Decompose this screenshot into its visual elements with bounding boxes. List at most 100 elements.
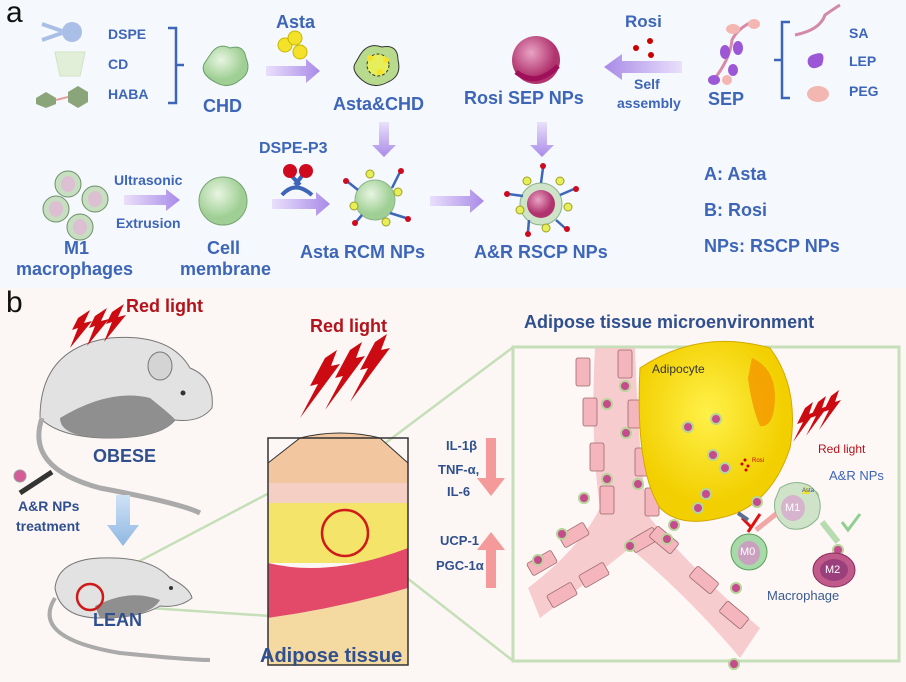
label-obese: OBESE bbox=[93, 446, 157, 466]
label-chd: CHD bbox=[203, 96, 242, 116]
peg-icon bbox=[807, 86, 829, 102]
label-rosi: Rosi bbox=[625, 12, 662, 31]
panel-label-a: a bbox=[6, 0, 23, 29]
panel-a-graphics bbox=[36, 3, 841, 241]
arrow-down-treatment bbox=[107, 495, 139, 546]
label-m0: M0 bbox=[740, 546, 756, 558]
label-extrusion: Extrusion bbox=[116, 215, 181, 231]
blocked-arrow-icon bbox=[740, 513, 762, 533]
label-sep: SEP bbox=[708, 89, 745, 109]
sep-icon bbox=[708, 19, 760, 85]
panel-label-b: b bbox=[6, 286, 23, 319]
label-asta: Asta bbox=[276, 12, 316, 32]
label-m2: M2 bbox=[825, 564, 841, 576]
marker-ucp1: UCP-1 bbox=[440, 533, 480, 548]
cd-icon bbox=[54, 51, 86, 77]
marker-il6: IL-6 bbox=[447, 484, 471, 499]
label-sa: SA bbox=[849, 25, 869, 41]
label-haba: HABA bbox=[108, 86, 149, 102]
asta-chd-icon bbox=[353, 45, 400, 86]
legend-nps: NPs: RSCP NPs bbox=[704, 236, 840, 256]
ar-rscp-np-icon bbox=[504, 163, 579, 237]
label-cell: Cell bbox=[207, 238, 241, 258]
obese-mouse-icon bbox=[36, 336, 213, 516]
arrow-down-1 bbox=[372, 122, 396, 157]
panel-b-graphics bbox=[13, 304, 901, 670]
lep-icon bbox=[807, 53, 824, 69]
m0-macrophage-icon bbox=[730, 533, 768, 571]
label-asta-small: Asta bbox=[802, 488, 815, 494]
rosi-dots-icon bbox=[633, 38, 654, 58]
cell-membrane-icon bbox=[198, 176, 248, 226]
label-red-light-mouse: Red light bbox=[126, 296, 203, 316]
gray-arrow-icon bbox=[736, 511, 750, 522]
bracket-left bbox=[168, 26, 184, 105]
asta-balls-icon bbox=[277, 30, 308, 60]
haba-icon bbox=[36, 86, 88, 108]
micro-title: Adipose tissue microenvironment bbox=[524, 312, 815, 332]
green-arrow-icon bbox=[819, 520, 841, 544]
label-rosi-sep-nps: Rosi SEP NPs bbox=[464, 88, 584, 108]
arrow-left-1 bbox=[604, 54, 682, 80]
label-asta-chd: Asta&CHD bbox=[333, 94, 425, 114]
adipocyte-icon bbox=[638, 340, 793, 522]
lean-mouse-icon bbox=[47, 557, 211, 662]
marker-tnfa: TNF-α, bbox=[438, 462, 480, 477]
arrow-down-2 bbox=[530, 122, 554, 157]
label-adipocyte: Adipocyte bbox=[652, 362, 705, 376]
label-lean: LEAN bbox=[93, 610, 142, 630]
label-ar-nps-micro: A&R NPs bbox=[829, 468, 884, 483]
label-peg: PEG bbox=[849, 83, 879, 99]
label-treatment: treatment bbox=[16, 518, 80, 534]
arrow-up-markers bbox=[477, 532, 505, 588]
arrow-right-4 bbox=[430, 189, 484, 213]
label-ar-rscp-nps: A&R RSCP NPs bbox=[474, 242, 608, 262]
label-membrane: membrane bbox=[180, 259, 272, 279]
marker-il1b: IL-1β bbox=[446, 438, 478, 453]
label-ultrasonic: Ultrasonic bbox=[114, 172, 183, 188]
blood-vessel-icon bbox=[526, 348, 760, 658]
nanoparticles bbox=[532, 380, 844, 670]
panel-b: b Red light OBESE A&R NPs treatment LEAN… bbox=[0, 286, 906, 682]
arrow-down-markers bbox=[477, 438, 505, 496]
arrow-right-2 bbox=[124, 189, 180, 211]
sa-icon bbox=[794, 3, 841, 37]
marker-pgc1a: PGC-1α bbox=[436, 558, 484, 573]
lightning-icon-micro bbox=[793, 390, 841, 442]
m1-macrophages-icon bbox=[42, 170, 109, 241]
label-asta-rcm-nps: Asta RCM NPs bbox=[300, 242, 426, 262]
dspe-p3-icon bbox=[280, 164, 314, 197]
arrow-right-3 bbox=[272, 192, 330, 216]
dspe-icon bbox=[41, 22, 82, 42]
arrow-right-1 bbox=[266, 59, 320, 83]
m1-macrophage-icon bbox=[774, 482, 821, 530]
label-self: Self bbox=[634, 76, 660, 92]
label-red-light-micro: Red light bbox=[818, 442, 866, 456]
adipose-tissue-icon bbox=[267, 432, 409, 666]
check-icon bbox=[840, 513, 862, 533]
label-adipose-tissue: Adipose tissue bbox=[260, 645, 403, 667]
label-cd: CD bbox=[108, 56, 129, 72]
label-lep: LEP bbox=[849, 53, 877, 69]
label-ar-nps-treatment: A&R NPs bbox=[18, 498, 80, 514]
asta-rcm-np-icon bbox=[343, 168, 411, 227]
label-m1: M1 bbox=[64, 238, 90, 258]
label-red-light-tissue: Red light bbox=[310, 316, 387, 336]
label-dspe-p3: DSPE-P3 bbox=[259, 140, 328, 157]
m2-macrophage-icon bbox=[812, 552, 856, 588]
chd-icon bbox=[202, 45, 249, 86]
panel-a: a DSPE CD HABA CHD Asta Asta&CHD Rosi Ro… bbox=[0, 0, 906, 288]
lightning-icon-tissue bbox=[300, 334, 390, 418]
bracket-right bbox=[774, 20, 790, 100]
label-assembly: assembly bbox=[617, 95, 681, 111]
label-macrophages: macrophages bbox=[16, 259, 134, 279]
label-m1: M1 bbox=[785, 502, 801, 514]
syringe-icon bbox=[13, 469, 54, 496]
label-rosi-small: Rosi bbox=[752, 458, 765, 464]
pink-arrow-icon bbox=[754, 512, 778, 532]
legend-b: B: Rosi bbox=[704, 200, 767, 220]
label-dspe: DSPE bbox=[108, 26, 147, 42]
lightning-icon-mouse bbox=[70, 304, 126, 348]
label-macrophage: Macrophage bbox=[767, 588, 840, 603]
legend-a: A: Asta bbox=[704, 164, 767, 184]
